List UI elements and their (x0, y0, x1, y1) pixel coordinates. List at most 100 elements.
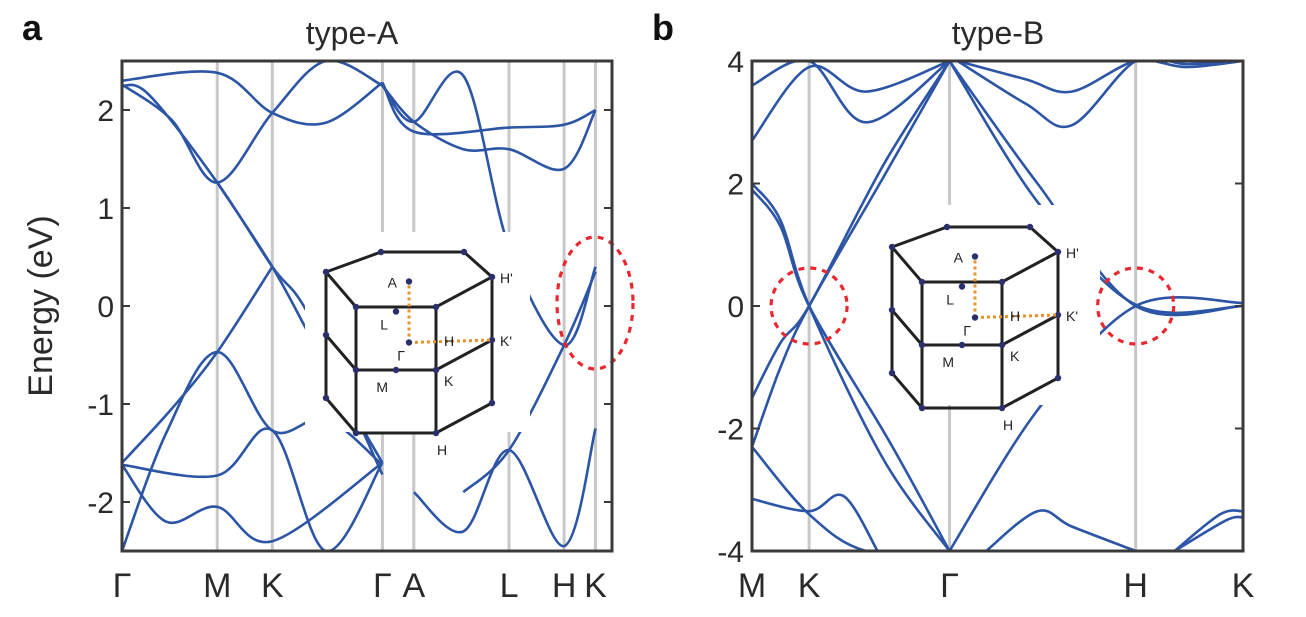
y-tick-label: -1 (87, 389, 114, 422)
x-tick-label: A (402, 567, 425, 605)
x-tick-label: K (1232, 567, 1255, 605)
bz-vertex-dot (488, 399, 496, 407)
band-line (1173, 515, 1243, 551)
band-line (752, 61, 951, 448)
bz-point-dot (405, 339, 413, 346)
y-tick-label: 2 (97, 95, 114, 128)
bz-point-dot (405, 278, 413, 285)
band-line (381, 81, 597, 136)
bz-vertex-dot (918, 341, 926, 349)
highlight-circle-k (769, 266, 849, 346)
y-tick-label: 1 (97, 193, 114, 226)
bz-label-8: H (1003, 417, 1013, 433)
bz-label-3: H (1010, 308, 1020, 324)
y-tick-label: -4 (717, 536, 744, 569)
bz-vertex-dot (352, 366, 360, 374)
bz-vertex-dot (432, 366, 440, 374)
bz-point-dot (971, 314, 979, 321)
y-tick-label: 2 (727, 169, 744, 202)
bz-point-dot (392, 366, 400, 374)
bz-label-5: Γ (963, 323, 971, 339)
band-line (752, 61, 950, 142)
bz-vertex-dot (998, 278, 1006, 286)
bz-vertex-dot (998, 404, 1006, 412)
highlight-circle-h (1096, 266, 1176, 346)
inset-background (305, 232, 530, 432)
bz-label-4: K' (1066, 308, 1078, 324)
bz-vertex-dot (918, 278, 926, 286)
bz-vertex-dot (1054, 248, 1062, 256)
bz-vertex-dot (322, 331, 330, 339)
band-line (752, 493, 879, 551)
inset-background (875, 205, 1100, 405)
bz-gamma-k-path (408, 338, 493, 344)
bz-label-2: L (380, 317, 388, 333)
bz-bottom-edges (324, 397, 493, 435)
bz-vertex-dot (998, 341, 1006, 349)
band-line (985, 509, 1137, 551)
band-line (122, 266, 274, 464)
x-tick-label: Γ (113, 567, 132, 605)
bz-label-7: K (444, 373, 454, 389)
band-line (462, 271, 597, 494)
y-tick-label: 4 (727, 46, 744, 79)
bz-label-0: A (388, 275, 398, 291)
x-tick-label: L (500, 567, 519, 605)
bz-label-7: K (1010, 348, 1020, 364)
x-tick-label: H (552, 567, 577, 605)
bz-label-2: L (946, 292, 954, 308)
bz-vertex-dot (1026, 223, 1034, 231)
band-line (752, 61, 951, 124)
y-axis-label: Energy (eV) (22, 215, 60, 396)
bz-label-0: A (954, 250, 964, 266)
bz-vertex-dot (488, 273, 496, 281)
bz-vertex-dot (1054, 311, 1062, 319)
bz-vertex-dot (352, 303, 360, 311)
brillouin-zone-inset: A H' L H K' ΓM K H (888, 223, 1079, 433)
band-line (752, 446, 950, 551)
y-tick-label: -2 (717, 414, 744, 447)
panel-letter: a (22, 7, 43, 48)
band-line (1173, 509, 1243, 551)
bz-gamma-k-path (974, 313, 1059, 319)
bz-vertex-dot (1054, 374, 1062, 382)
x-tick-label: Γ (940, 567, 959, 605)
bz-label-6: M (942, 354, 954, 370)
x-tick-label: K (584, 567, 607, 605)
x-tick-label: Γ (373, 567, 392, 605)
bz-vertex-dot (432, 429, 440, 437)
x-tick-label: K (261, 567, 284, 605)
bz-point-dot (958, 341, 966, 349)
bz-label-1: H' (1066, 245, 1079, 261)
bz-vertex-dot (488, 336, 496, 344)
band-line (122, 461, 384, 544)
highlight-ellipse (555, 235, 635, 371)
bz-vertex-dot (888, 306, 896, 314)
band-line (957, 61, 1243, 94)
bz-label-1: H' (500, 270, 513, 286)
bz-vertex-dot (943, 223, 951, 231)
band-line (752, 188, 951, 551)
bz-vertex-dot (888, 369, 896, 377)
bz-vertex-dot (432, 303, 440, 311)
bz-label-3: H (444, 333, 454, 349)
bz-label-5: Γ (397, 348, 405, 364)
bz-point-dot (958, 283, 966, 290)
panel-title: type-A (306, 15, 399, 51)
bz-label-4: K' (500, 333, 512, 349)
bz-bottom-edges (890, 372, 1059, 410)
x-tick-label: M (738, 567, 766, 605)
band-line (956, 61, 1243, 129)
band-line (381, 84, 597, 172)
bz-vertex-dot (918, 404, 926, 412)
bz-vertex-dot (352, 429, 360, 437)
bz-vertex-dot (377, 248, 385, 256)
bz-vertex-dot (322, 268, 330, 276)
bz-vertex-dot (322, 394, 330, 402)
bz-label-6: M (376, 379, 388, 395)
bz-point-dot (392, 308, 400, 315)
